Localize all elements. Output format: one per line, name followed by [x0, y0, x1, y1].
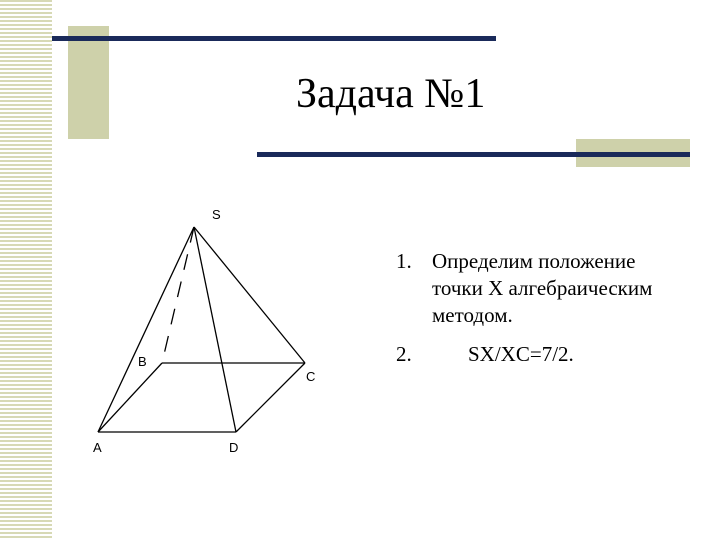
item-text: SX/XC=7/2.	[468, 342, 574, 366]
edge-sd	[193, 226, 237, 433]
edge-dc	[235, 362, 306, 433]
decorative-bar-bottom	[257, 152, 690, 157]
decorative-bar-top	[52, 36, 496, 41]
solution-list: 1. Определим положение точки X алгебраич…	[396, 248, 696, 368]
edge-sc	[193, 226, 306, 364]
item-number: 1.	[396, 249, 412, 273]
decorative-stripes	[0, 0, 52, 540]
vertex-label-d: D	[229, 440, 238, 455]
list-item: 1. Определим положение точки X алгебраич…	[396, 248, 696, 329]
item-text: Определим положение точки X алгебраическ…	[432, 249, 653, 327]
edge-sa	[97, 226, 195, 433]
item-number: 2.	[396, 342, 412, 366]
vertex-label-b: B	[138, 354, 147, 369]
decorative-block-top	[68, 26, 109, 139]
vertex-label-c: C	[306, 369, 315, 384]
slide-title: Задача №1	[296, 71, 486, 117]
edge-sb-dashed	[161, 226, 195, 364]
vertex-label-a: A	[93, 440, 102, 455]
pyramid-diagram: S B C A D	[93, 207, 315, 455]
list-item: 2. SX/XC=7/2.	[396, 341, 696, 368]
vertex-label-s: S	[212, 207, 221, 222]
edge-ab	[97, 362, 163, 433]
